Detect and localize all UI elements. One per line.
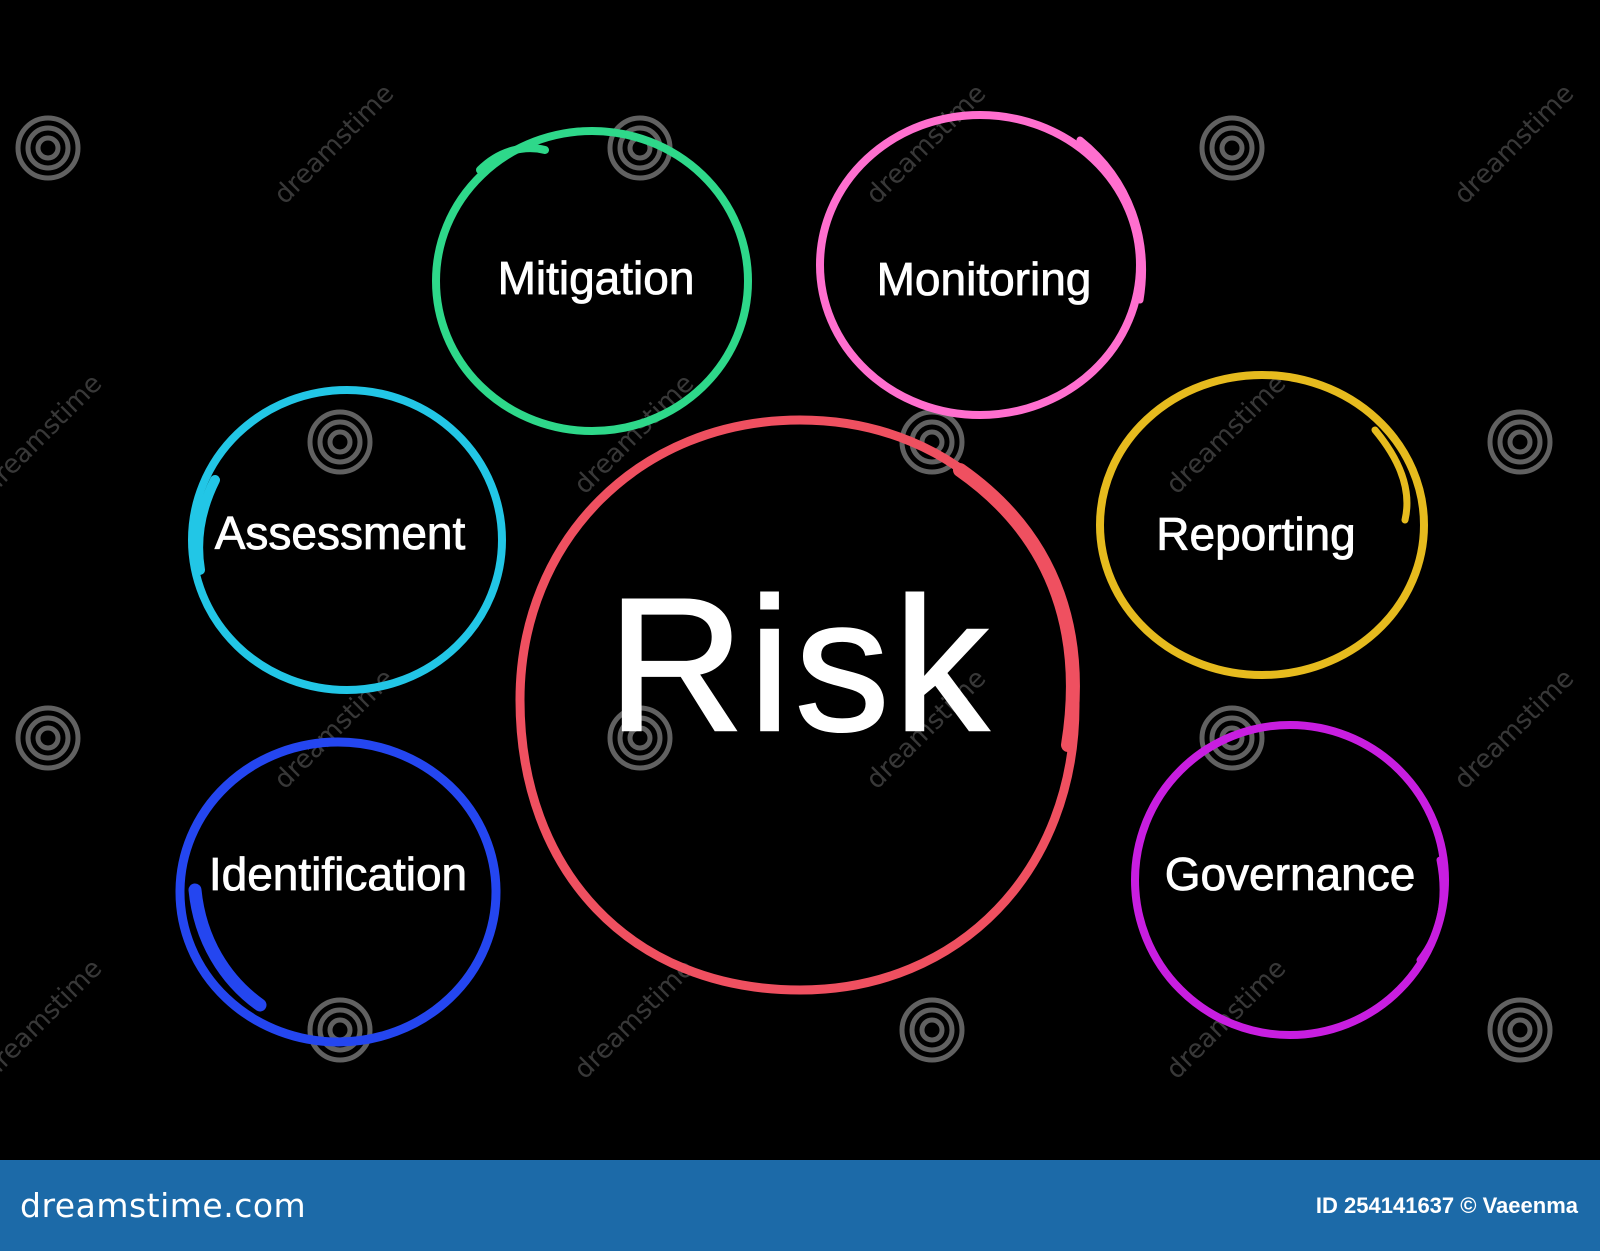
mitigation-label: Mitigation <box>498 252 695 304</box>
mitigation-ring <box>432 127 752 435</box>
footer-credit: ID 254141637 © Vaeenma <box>1315 1192 1578 1218</box>
watermark-text: dreamstime <box>1161 369 1293 501</box>
risk-diagram: dreamstime dreamstime dreamstime dreamstime… <box>0 79 1581 1086</box>
watermark-text: dreamstime <box>0 954 108 1086</box>
node-governance: Governance <box>1131 721 1449 1039</box>
watermark-text: dreamstime <box>569 954 701 1086</box>
watermark-swirl-icon <box>1487 997 1553 1063</box>
node-assessment: Assessment <box>188 386 506 694</box>
watermark-swirl-icon <box>15 705 81 771</box>
watermark-swirl-icon <box>1487 409 1553 475</box>
watermark-swirl-icon <box>307 997 373 1063</box>
watermark-text: dreamstime <box>1449 664 1581 796</box>
node-identification: Identification <box>175 737 501 1047</box>
reporting-ring-stroke <box>1371 426 1411 524</box>
watermark-swirl-icon <box>307 409 373 475</box>
mitigation-ring-stroke <box>476 144 549 174</box>
monitoring-label: Monitoring <box>877 253 1092 305</box>
assessment-label: Assessment <box>215 507 466 559</box>
watermark-text: dreamstime <box>269 79 401 211</box>
governance-label: Governance <box>1165 848 1416 900</box>
node-monitoring: Monitoring <box>816 111 1146 419</box>
reporting-ring <box>1096 371 1428 679</box>
center-node: Risk <box>515 415 1080 995</box>
center-label: Risk <box>607 559 992 771</box>
identification-ring-stroke <box>188 883 267 1012</box>
node-mitigation: Mitigation <box>432 127 752 435</box>
reporting-label: Reporting <box>1156 508 1355 560</box>
identification-ring <box>175 737 501 1047</box>
identification-label: Identification <box>209 848 467 900</box>
watermark-text: dreamstime <box>1449 79 1581 211</box>
footer-brand: dreamstime.com <box>20 1186 307 1225</box>
watermark-swirl-icon <box>1199 115 1265 181</box>
node-reporting: Reporting <box>1096 371 1428 679</box>
assessment-ring <box>188 386 506 694</box>
assessment-ring-stroke <box>193 475 220 575</box>
watermark-swirl-icon <box>899 997 965 1063</box>
stock-footer: dreamstime.com ID 254141637 © Vaeenma <box>0 1160 1600 1251</box>
watermark-swirl-icon <box>15 115 81 181</box>
governance-ring-stroke <box>1416 856 1447 964</box>
diagram-canvas: dreamstime dreamstime dreamstime dreamstime… <box>0 79 1581 1086</box>
watermark-text: dreamstime <box>0 369 108 501</box>
watermark-swirl-icon <box>607 705 673 771</box>
monitoring-ring-stroke <box>1076 136 1146 304</box>
center-ring-stroke <box>953 463 1080 752</box>
